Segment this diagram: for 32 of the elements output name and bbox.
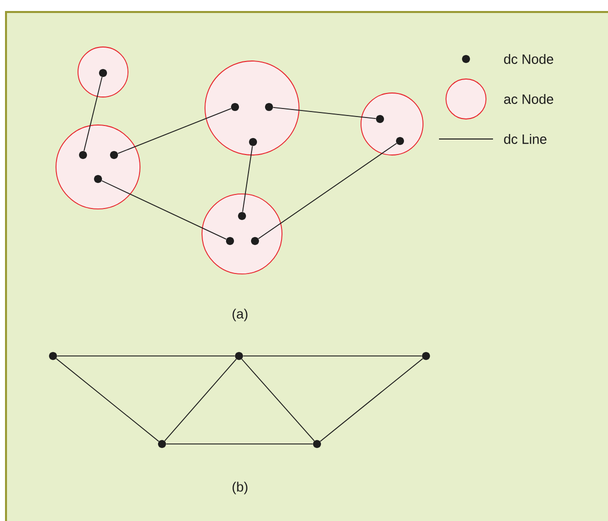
dc-line [84, 76, 102, 152]
dc-node-dot [94, 175, 102, 183]
dc-line [242, 146, 253, 212]
dc-node-dot [422, 352, 430, 360]
dc-line [241, 358, 315, 442]
dc-node-dot [313, 440, 321, 448]
dc-line [101, 180, 227, 240]
dc-node-dot [49, 352, 57, 360]
panel-label: (b) [232, 482, 248, 494]
dc-node-dot [235, 352, 243, 360]
dc-line [56, 358, 160, 442]
panel-label: (a) [232, 308, 248, 322]
dc-node-dot [99, 69, 107, 77]
legend-label: dc Line [504, 134, 546, 144]
dc-node-dot [79, 150, 87, 159]
dc-node-dot [376, 115, 384, 123]
dc-line [272, 107, 376, 119]
dc-node-dot [396, 137, 404, 145]
dc-line [117, 108, 232, 154]
dc-line [320, 358, 424, 442]
dc-node-dot [231, 103, 239, 111]
dc-line [258, 142, 397, 240]
dc-node-dot [249, 138, 257, 146]
dc-node-dot [265, 103, 273, 111]
dc-node-dot [251, 236, 259, 245]
dc-node-dot [226, 236, 234, 245]
legend-label: dc Node [504, 54, 554, 64]
dc-node-dot [110, 150, 118, 159]
dc-line [164, 358, 237, 442]
dc-node-dot [158, 440, 166, 448]
dc-node-dot [238, 212, 246, 220]
legend-label: ac Node [504, 94, 554, 104]
